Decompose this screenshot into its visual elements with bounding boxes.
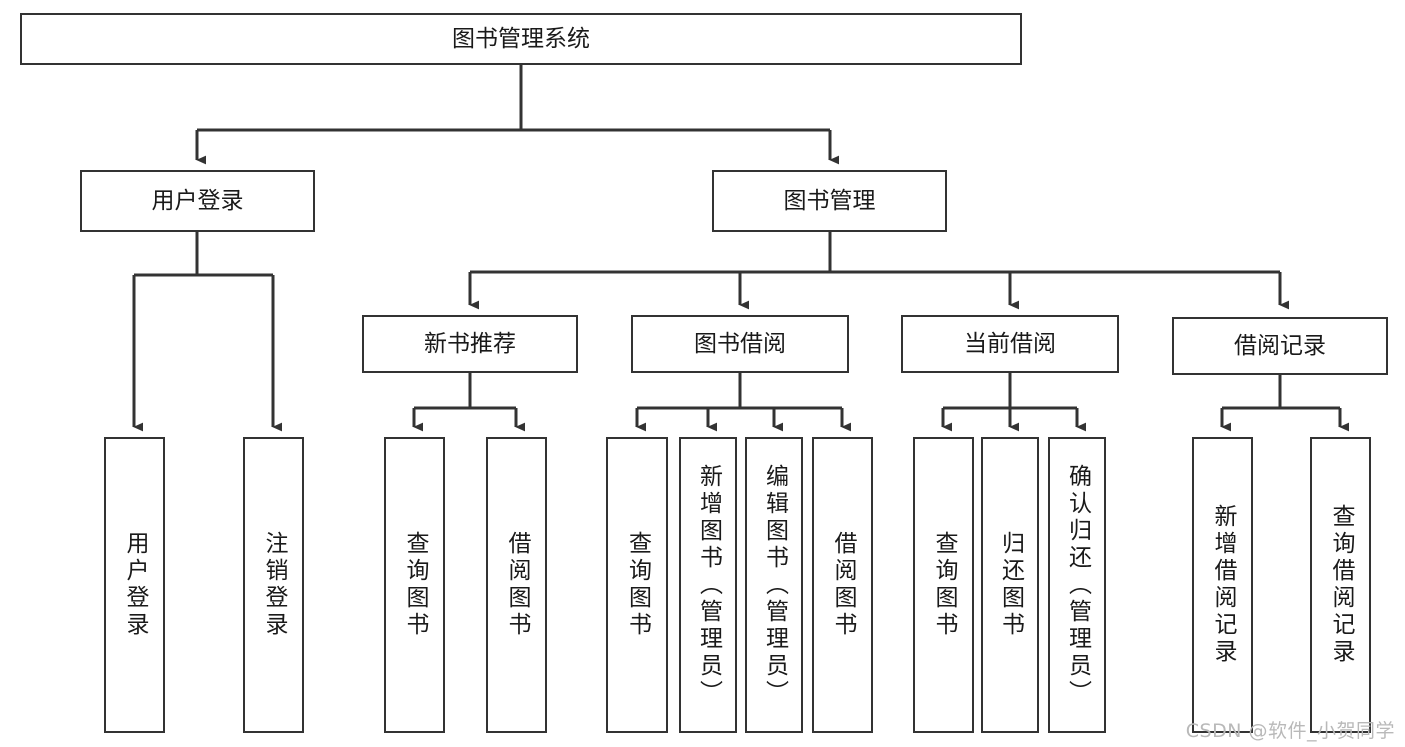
leaf-label: 借阅图书	[504, 531, 530, 639]
leaf-label: 确认归还（管理员）	[1064, 463, 1091, 707]
node-user-login[interactable]: 用户登录	[80, 170, 315, 232]
leaf-borrow-edit-book-admin[interactable]: 编辑图书（管理员）	[745, 437, 803, 733]
leaf-current-query-book[interactable]: 查询图书	[913, 437, 974, 733]
node-current-borrow[interactable]: 当前借阅	[901, 315, 1119, 373]
leaf-label: 查询借阅记录	[1328, 504, 1354, 666]
node-current-borrow-label: 当前借阅	[964, 330, 1056, 357]
leaf-label: 编辑图书（管理员）	[761, 463, 788, 707]
watermark-text: CSDN @软件_小贺同学	[1185, 720, 1395, 742]
leaf-record-query-record[interactable]: 查询借阅记录	[1310, 437, 1371, 733]
leaf-current-return-book[interactable]: 归还图书	[981, 437, 1039, 733]
leaf-label: 归还图书	[997, 531, 1024, 639]
leaf-borrow-borrow-book[interactable]: 借阅图书	[812, 437, 873, 733]
node-root-label: 图书管理系统	[452, 25, 590, 52]
leaf-label: 查询图书	[402, 531, 428, 639]
leaf-label: 借阅图书	[830, 531, 856, 639]
leaf-label: 查询图书	[624, 531, 651, 639]
leaf-label: 新增图书（管理员）	[695, 463, 722, 707]
leaf-label: 查询图书	[931, 531, 957, 639]
leaf-recommend-borrow-book[interactable]: 借阅图书	[486, 437, 547, 733]
node-borrow-record-label: 借阅记录	[1234, 332, 1326, 359]
leaf-user-login-logout[interactable]: 注销登录	[243, 437, 304, 733]
leaf-current-confirm-return-admin[interactable]: 确认归还（管理员）	[1048, 437, 1106, 733]
leaf-borrow-add-book-admin[interactable]: 新增图书（管理员）	[679, 437, 737, 733]
node-new-book-recommend-label: 新书推荐	[424, 330, 516, 357]
leaf-label: 注销登录	[261, 531, 287, 639]
node-borrow-record[interactable]: 借阅记录	[1172, 317, 1388, 375]
node-root[interactable]: 图书管理系统	[20, 13, 1022, 65]
leaf-label: 新增借阅记录	[1210, 504, 1236, 666]
node-book-management-label: 图书管理	[783, 187, 876, 214]
leaf-record-add-record[interactable]: 新增借阅记录	[1192, 437, 1253, 733]
leaf-label: 用户登录	[122, 531, 148, 639]
leaf-borrow-query-book[interactable]: 查询图书	[606, 437, 668, 733]
node-book-borrow[interactable]: 图书借阅	[631, 315, 849, 373]
node-user-login-label: 用户登录	[151, 187, 244, 214]
leaf-recommend-query-book[interactable]: 查询图书	[384, 437, 445, 733]
node-book-management[interactable]: 图书管理	[712, 170, 947, 232]
node-new-book-recommend[interactable]: 新书推荐	[362, 315, 578, 373]
leaf-user-login-login[interactable]: 用户登录	[104, 437, 165, 733]
node-book-borrow-label: 图书借阅	[694, 330, 786, 357]
